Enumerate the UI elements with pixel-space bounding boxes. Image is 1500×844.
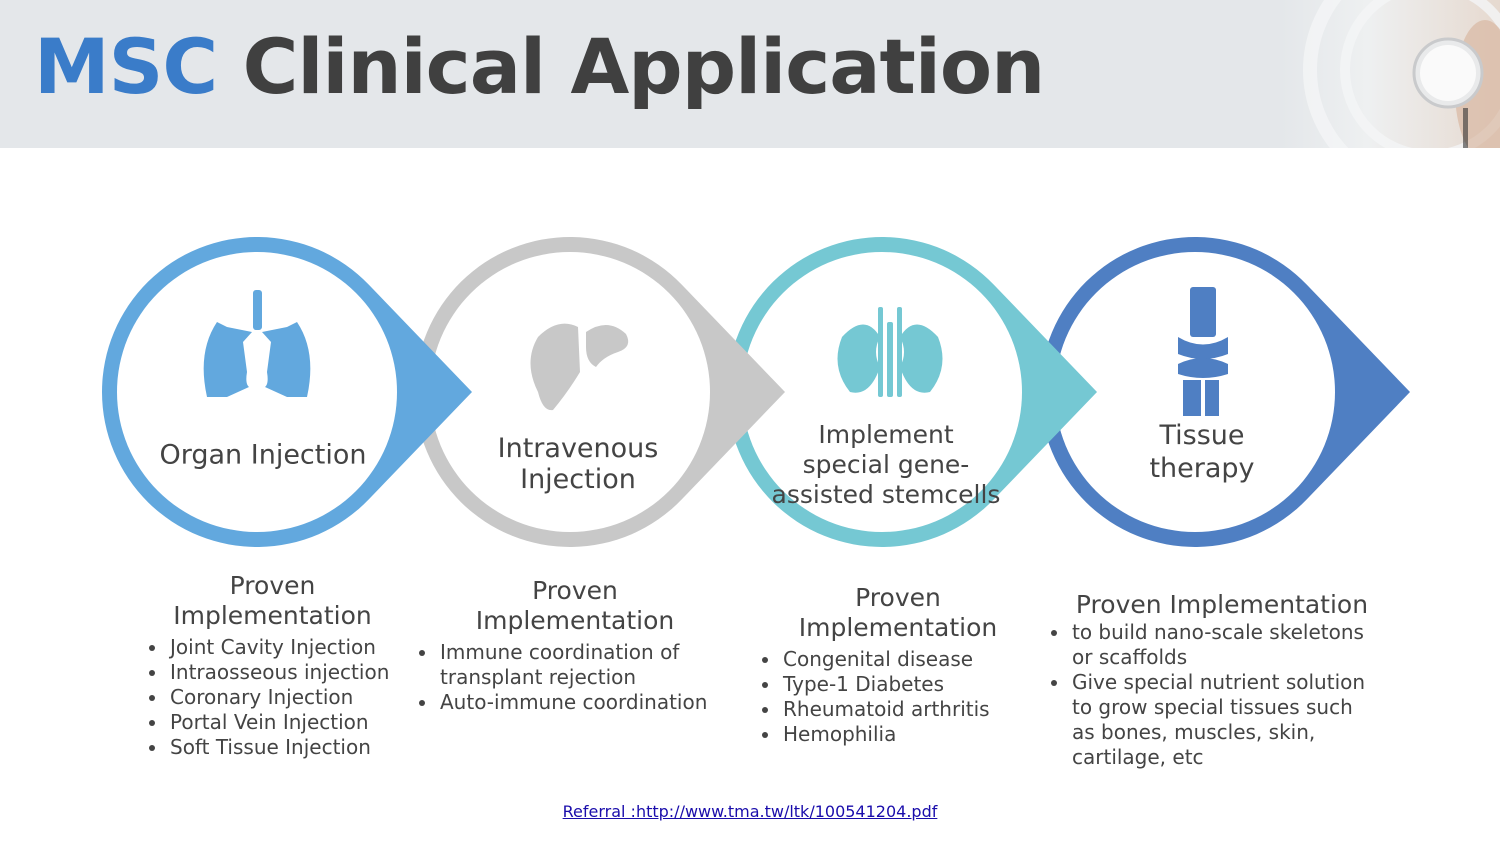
step-2-details: Proven Implementation Immune coordinatio…	[410, 576, 710, 715]
referral-link[interactable]: Referral :http://www.tma.tw/ltk/10054120…	[562, 802, 938, 821]
kidneys-icon	[837, 307, 943, 397]
knee-joint-icon	[1178, 287, 1228, 416]
page-title: MSC Clinical Application	[34, 22, 1045, 111]
step-1-list: Joint Cavity Injection Intraosseous inje…	[140, 635, 405, 760]
step-1-heading: Proven Implementation	[173, 571, 372, 630]
step-3-details: Proven Implementation Congenital disease…	[753, 583, 1013, 747]
step-4-details: Proven Implementation to build nano-scal…	[1042, 590, 1372, 770]
list-item: Joint Cavity Injection	[168, 635, 405, 660]
step-1-shape	[102, 237, 472, 548]
step-3-shape	[727, 237, 1097, 548]
list-item: Auto-immune coordination	[438, 690, 710, 715]
step-2-heading: Proven Implementation	[475, 576, 675, 635]
inner-circle	[117, 252, 397, 532]
lungs-icon	[203, 290, 311, 397]
step-2-label: Intravenous Injection	[497, 433, 659, 495]
list-item: Give special nutrient solution to grow s…	[1070, 670, 1372, 770]
list-item: Portal Vein Injection	[168, 710, 405, 735]
list-item: Intraosseous injection	[168, 660, 405, 685]
referral: Referral :http://www.tma.tw/ltk/10054120…	[0, 802, 1500, 821]
step-3-list: Congenital disease Type-1 Diabetes Rheum…	[753, 647, 1013, 747]
step-2-shape	[415, 237, 785, 548]
step-3-label: Implement special gene-assisted stemcell…	[771, 420, 1001, 509]
step-4-heading: Proven Implementation	[1075, 590, 1369, 619]
step-1-label: Organ Injection	[159, 439, 367, 471]
list-item: Type-1 Diabetes	[781, 672, 1013, 697]
list-item: Congenital disease	[781, 647, 1013, 672]
inner-circle	[430, 252, 710, 532]
step-4-list: to build nano-scale skeletons or scaffol…	[1042, 620, 1372, 770]
stethoscope-photo	[1280, 0, 1500, 148]
step-4-shape	[1039, 237, 1410, 548]
list-item: Coronary Injection	[168, 685, 405, 710]
list-item: Soft Tissue Injection	[168, 735, 405, 760]
step-2-list: Immune coordination of transplant reject…	[410, 640, 710, 715]
step-4-label: Tissue therapy	[1149, 420, 1255, 484]
title-banner: MSC Clinical Application	[0, 0, 1500, 148]
step-1-details: Proven Implementation Joint Cavity Injec…	[140, 571, 405, 760]
list-item: Immune coordination of transplant reject…	[438, 640, 710, 690]
step-3-heading: Proven Implementation	[798, 583, 998, 642]
list-item: Rheumatoid arthritis	[781, 697, 1013, 722]
list-item: Hemophilia	[781, 722, 1013, 747]
liver-icon	[530, 323, 629, 411]
list-item: to build nano-scale skeletons or scaffol…	[1070, 620, 1372, 670]
